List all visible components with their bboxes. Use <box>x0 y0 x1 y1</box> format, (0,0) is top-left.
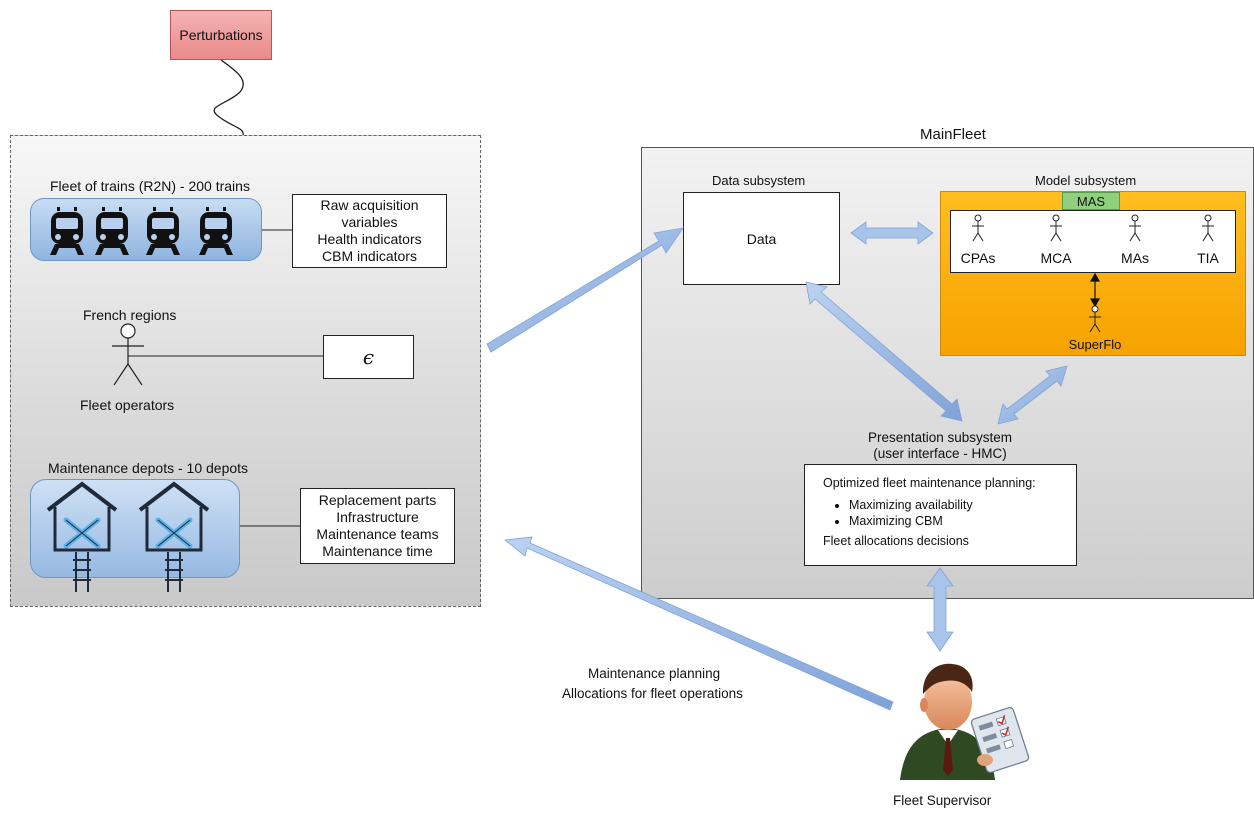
agent-label-cpas: CPAs <box>960 250 996 266</box>
depot-house-icon <box>46 481 118 592</box>
raw-box-line: Raw acquisition <box>320 197 419 213</box>
presentation-subsystem-title: Presentation subsystem <box>867 430 1013 445</box>
depot-house-icon <box>138 481 210 592</box>
agent-label-tia: TIA <box>1197 250 1219 266</box>
agent-icon <box>1129 214 1141 242</box>
actor-icon <box>112 323 144 386</box>
arrow-data-model <box>850 221 934 245</box>
model-subsystem-title: Model subsystem <box>1035 173 1137 188</box>
data-box: Data <box>683 192 840 285</box>
arrow-to-data <box>486 227 684 353</box>
presentation-footer: Fleet allocations decisions <box>823 534 969 548</box>
arrow-data-presentation <box>805 281 963 422</box>
fleet-title: Fleet of trains (R2N) - 200 trains <box>50 178 250 194</box>
train-icon <box>199 207 233 255</box>
raw-box-line: CBM indicators <box>322 248 417 264</box>
data-label: Data <box>746 230 777 247</box>
raw-box-line: variables <box>341 214 398 230</box>
agent-label-mas: MAs <box>1121 250 1149 266</box>
presentation-bullet: Maximizing CBM <box>849 513 1076 529</box>
superflo-link <box>1089 272 1101 308</box>
allocations-label: Allocations for fleet operations <box>562 686 743 701</box>
train-icon <box>146 207 180 255</box>
depots-title: Maintenance depots - 10 depots <box>48 460 249 476</box>
agent-icon <box>1202 214 1214 242</box>
depot-resource-line: Infrastructure <box>336 509 419 525</box>
epsilon-symbol: ϵ <box>362 345 375 369</box>
epsilon-box: ϵ <box>323 335 414 379</box>
train-icon <box>95 207 129 255</box>
perturbation-squiggle <box>213 59 244 136</box>
superflo-label: SuperFlo <box>1068 337 1122 352</box>
arrow-model-presentation <box>997 365 1068 425</box>
superflo-agent-icon <box>1089 305 1101 333</box>
presentation-bullet: Maximizing availability <box>849 497 1076 513</box>
presentation-bullet-list: Maximizing availability Maximizing CBM <box>823 497 1076 529</box>
mas-agents-box <box>950 210 1236 273</box>
mas-label: MAS <box>1076 193 1106 209</box>
perturbations-box: Perturbations <box>170 10 272 60</box>
depot-resource-line: Maintenance time <box>322 543 433 559</box>
maintenance-planning-label: Maintenance planning <box>588 666 721 681</box>
data-subsystem-title: Data subsystem <box>712 173 806 188</box>
raw-acquisition-box: Raw acquisition variables Health indicat… <box>292 194 447 268</box>
raw-box-line: Health indicators <box>317 231 422 247</box>
agent-label-mca: MCA <box>1040 250 1072 266</box>
french-regions-label: French regions <box>83 307 177 323</box>
agent-icon <box>972 214 984 242</box>
presentation-box: Optimized fleet maintenance planning: Ma… <box>804 464 1077 566</box>
presentation-subsystem-subtitle: (user interface - HMC) <box>873 446 1007 461</box>
fleet-supervisor-label: Fleet Supervisor <box>893 793 992 808</box>
fleet-supervisor-icon <box>900 663 1030 780</box>
fleet-operators-label: Fleet operators <box>80 397 175 413</box>
depot-resources-box: Replacement parts Infrastructure Mainten… <box>300 488 455 564</box>
mainfleet-title: MainFleet <box>920 126 986 143</box>
perturbations-label: Perturbations <box>179 27 263 43</box>
depot-resource-line: Replacement parts <box>318 492 437 508</box>
mas-tag: MAS <box>1062 192 1120 210</box>
arrow-to-depots <box>503 536 894 711</box>
arrow-presentation-supervisor <box>926 567 954 652</box>
train-icon <box>50 207 84 255</box>
agent-icon <box>1050 214 1062 242</box>
depot-resource-line: Maintenance teams <box>316 526 439 542</box>
presentation-heading: Optimized fleet maintenance planning: <box>823 476 1036 490</box>
